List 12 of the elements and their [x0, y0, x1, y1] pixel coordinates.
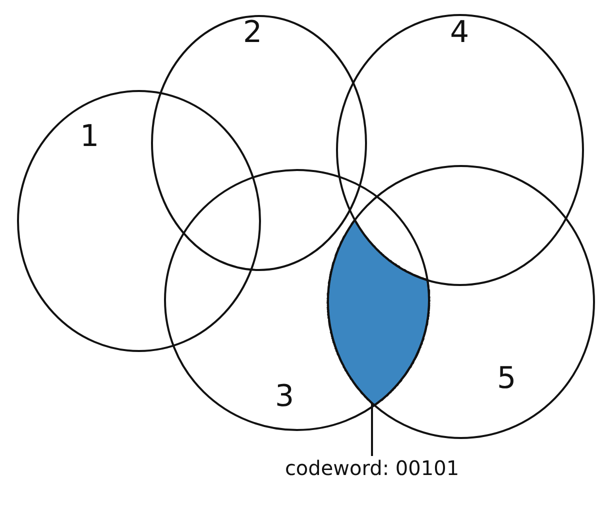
set-number: 4 [450, 18, 470, 48]
set-number: 2 [243, 18, 262, 48]
highlighted-region [326, 218, 430, 406]
set-number: 5 [497, 364, 516, 394]
set-circle [17, 90, 261, 352]
set-circle [151, 15, 367, 271]
set-circle [164, 169, 430, 431]
set-circle [327, 165, 595, 439]
set-number: 3 [275, 382, 294, 412]
codeword-label: codeword: 00101 [284, 456, 460, 480]
set-number: 1 [80, 122, 100, 152]
set-circle [336, 14, 584, 286]
